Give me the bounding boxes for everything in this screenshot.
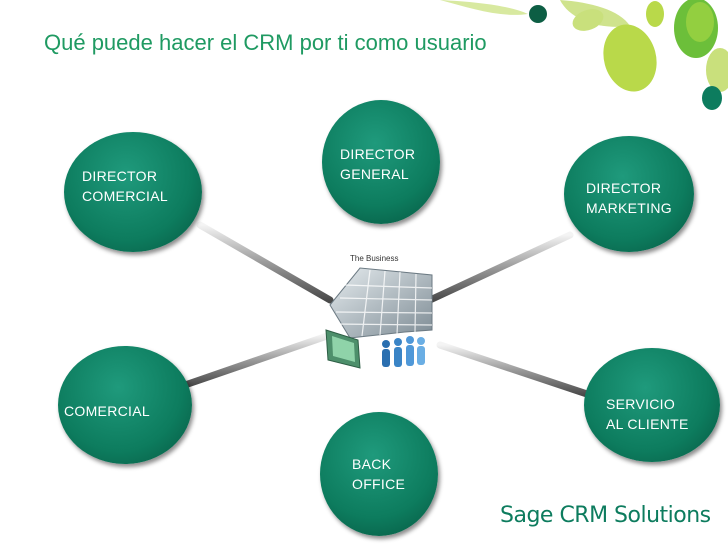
node-director-comercial: DIRECTOR COMERCIAL	[64, 132, 202, 252]
business-building-icon	[329, 267, 433, 339]
node-comercial: COMERCIAL	[58, 346, 192, 464]
center-label: The Business	[350, 254, 399, 263]
node-director-marketing: DIRECTOR MARKETING	[564, 136, 694, 252]
node-servicio-cliente: SERVICIO AL CLIENTE	[584, 348, 720, 462]
page-title: Qué puede hacer el CRM por ti como usuar…	[44, 30, 487, 55]
node-label: DIRECTOR GENERAL	[340, 146, 416, 182]
node-label: SERVICIO AL CLIENTE	[606, 396, 689, 432]
node-label: COMERCIAL	[64, 403, 150, 419]
connector-lines	[181, 217, 594, 418]
node-director-general: DIRECTOR GENERAL	[322, 100, 440, 224]
leaf-decoration	[440, 0, 728, 110]
people-icon	[382, 336, 425, 367]
monitor-icon	[325, 329, 361, 369]
sage-logo-text: Sage CRM Solutions	[500, 503, 711, 528]
node-label: BACK OFFICE	[352, 456, 406, 492]
node-label: DIRECTOR MARKETING	[586, 180, 672, 216]
node-label: DIRECTOR COMERCIAL	[82, 168, 168, 204]
node-back-office: BACK OFFICE	[320, 412, 438, 536]
